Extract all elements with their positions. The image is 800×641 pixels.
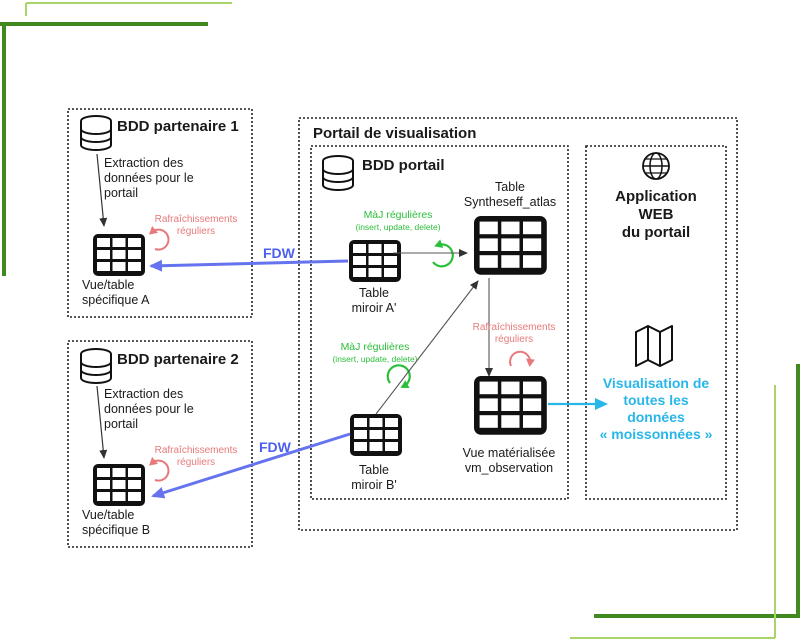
matview-line1: Vue matérialisée <box>463 446 556 460</box>
table-icon <box>349 240 401 282</box>
synth-label-line2: Syntheseff_atlas <box>464 195 556 209</box>
table-icon <box>93 234 145 276</box>
partner1-view-line1: Vue/table <box>82 278 134 292</box>
fdw-arrow-b <box>151 432 351 499</box>
matview-line2: vm_observation <box>465 461 553 475</box>
refresh-icon <box>148 456 170 482</box>
mirror-b-to-synth-arrow <box>375 280 479 415</box>
portal-box <box>298 117 738 531</box>
partner2-extraction-line3: portail <box>104 417 138 431</box>
fdw-label-a: FDW <box>263 245 296 261</box>
portal-db-box <box>310 145 569 500</box>
partner2-box <box>67 340 253 548</box>
partner1-refresh-line2: réguliers <box>177 226 215 237</box>
mirror-a-line1: Table <box>359 286 389 300</box>
mirror-a-line2: miroir A' <box>352 301 397 315</box>
app-title-line3: du portail <box>622 224 690 241</box>
refresh-icon <box>432 239 454 268</box>
update-a-line2: (insert, update, delete) <box>355 222 440 232</box>
portal-refresh-line1: Rafraîchissements <box>473 322 556 333</box>
partner2-refresh-line2: réguliers <box>177 457 215 468</box>
partner1-title: BDD partenaire 1 <box>117 118 239 135</box>
viz-line3: données <box>627 409 685 425</box>
partner1-extraction-line3: portail <box>104 186 138 200</box>
portal-title: Portail de visualisation <box>313 125 476 142</box>
database-icon <box>80 348 112 384</box>
database-icon <box>80 115 112 151</box>
corner-decoration-bottom-right <box>570 364 800 639</box>
refresh-icon <box>386 364 411 389</box>
viz-line2: toutes les <box>623 392 689 408</box>
globe-icon <box>642 152 670 180</box>
refresh-icon <box>509 350 535 367</box>
synth-label-line1: Table <box>495 180 525 194</box>
partner1-refresh-line1: Rafraîchissements <box>155 214 238 225</box>
partner2-extraction-line2: données pour le <box>104 402 194 416</box>
partner2-refresh-line1: Rafraîchissements <box>155 445 238 456</box>
mirror-b-line2: miroir B' <box>351 478 396 492</box>
mirror-b-line1: Table <box>359 463 389 477</box>
viz-line4: « moissonnées » <box>600 426 713 442</box>
table-icon <box>474 376 547 435</box>
app-box <box>585 145 727 500</box>
partner1-extraction-arrow <box>96 153 108 227</box>
map-icon <box>635 325 673 367</box>
update-a-line1: MàJ régulières <box>364 209 433 221</box>
partner1-extraction-line1: Extraction des <box>104 156 183 170</box>
partner1-view-line2: spécifique A <box>82 293 150 307</box>
viz-line1: Visualisation de <box>603 375 710 391</box>
partner2-view-line2: spécifique B <box>82 523 150 537</box>
app-title-line2: WEB <box>639 206 674 223</box>
partner2-title: BDD partenaire 2 <box>117 351 239 368</box>
fdw-arrow-a <box>149 259 349 272</box>
partner2-extraction-arrow <box>96 385 108 459</box>
partner2-view-line1: Vue/table <box>82 508 134 522</box>
corner-decoration-top-left <box>0 2 232 276</box>
portal-refresh-line2: réguliers <box>495 334 533 345</box>
table-icon <box>474 216 547 275</box>
table-icon <box>93 464 145 506</box>
fdw-label-b: FDW <box>259 439 292 455</box>
refresh-icon <box>148 225 170 251</box>
update-b-line2: (insert, update, delete) <box>332 354 417 364</box>
database-icon <box>322 155 354 191</box>
partner2-extraction-line1: Extraction des <box>104 387 183 401</box>
table-icon <box>350 414 402 456</box>
app-title-line1: Application <box>615 188 697 205</box>
partner1-box <box>67 108 253 318</box>
update-b-line1: MàJ régulières <box>341 341 410 353</box>
partner1-extraction-line2: données pour le <box>104 171 194 185</box>
portal-db-title: BDD portail <box>362 157 445 174</box>
